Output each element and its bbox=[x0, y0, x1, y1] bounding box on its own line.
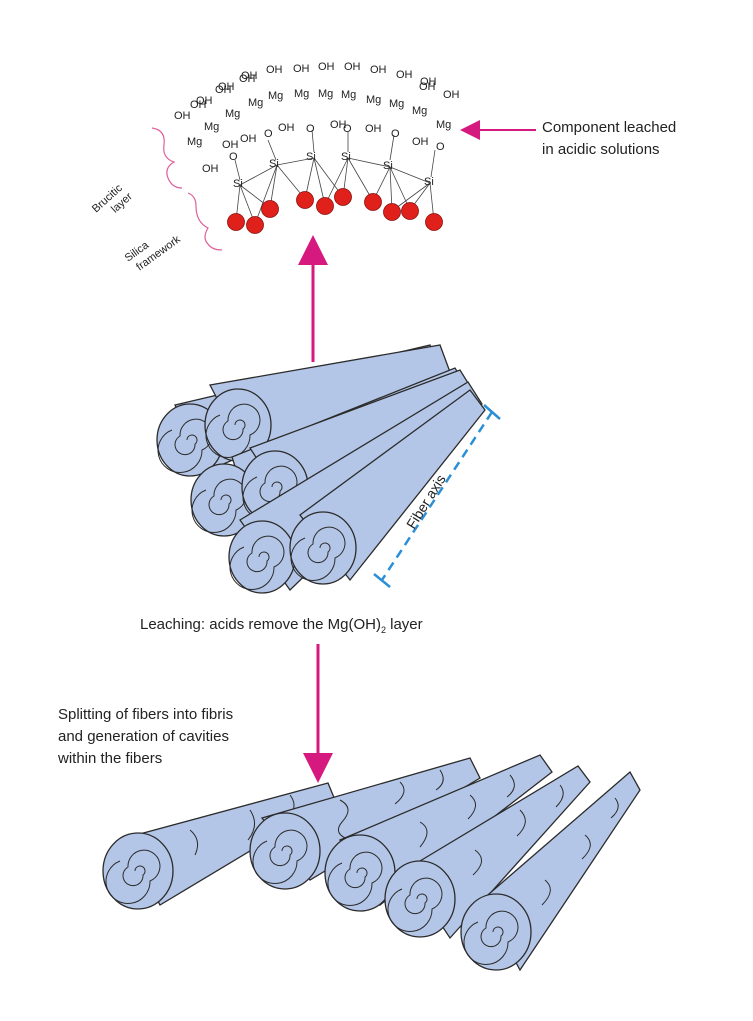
oh-label: OH bbox=[215, 84, 232, 96]
split-fiber bbox=[384, 765, 591, 940]
mg-label: Mg bbox=[187, 136, 202, 148]
si-label: Si bbox=[306, 151, 316, 163]
oh-label: OH bbox=[396, 69, 413, 81]
o-label: O bbox=[229, 151, 238, 163]
si-label: Si bbox=[424, 176, 434, 188]
oh-label: OH bbox=[420, 76, 437, 88]
split-fiber bbox=[324, 754, 553, 912]
oh-label: OH bbox=[365, 123, 382, 135]
leaching-caption: Leaching: acids remove the Mg(OH)2 layer bbox=[140, 616, 423, 635]
oh-label: OH bbox=[241, 70, 258, 82]
oh-label: OH bbox=[278, 122, 295, 134]
oxygen-ball bbox=[316, 197, 334, 215]
oxygen-ball bbox=[227, 213, 245, 231]
o-label: O bbox=[343, 123, 352, 135]
split-fiber bbox=[460, 770, 641, 972]
component-leached-caption: Component leached in acidic solutions bbox=[542, 119, 677, 158]
oh-label: OH bbox=[293, 63, 310, 75]
split-fibers bbox=[102, 754, 641, 972]
mg-label: Mg bbox=[225, 108, 240, 120]
mg-label: Mg bbox=[204, 121, 219, 133]
oh-label: OH bbox=[443, 89, 460, 101]
mg-label: Mg bbox=[294, 88, 309, 100]
oh-label: OH bbox=[318, 61, 335, 73]
oh-label: OH bbox=[174, 110, 191, 122]
fiber-cylinder bbox=[289, 389, 486, 585]
oh-label: OH bbox=[240, 133, 257, 145]
mg-oh-lattice: OH OH OH OH OH OH OH OH OH OH OH OH OH O… bbox=[174, 61, 460, 190]
silica-framework-label: Silica framework bbox=[123, 233, 183, 273]
mg-label: Mg bbox=[412, 105, 427, 117]
oh-label: OH bbox=[190, 99, 207, 111]
si-label: Si bbox=[269, 158, 279, 170]
chrysotile-molecular-structure: OH OH OH OH OH OH OH OH OH OH OH OH OH O… bbox=[90, 61, 460, 273]
o-label: O bbox=[306, 123, 315, 135]
si-label: Si bbox=[341, 151, 351, 163]
oh-label: OH bbox=[344, 61, 361, 73]
oh-label: OH bbox=[202, 163, 219, 175]
oh-label: OH bbox=[412, 136, 429, 148]
fiber-cylinder bbox=[204, 344, 451, 463]
brucitic-brace bbox=[151, 127, 183, 189]
oxygen-ball bbox=[334, 188, 352, 206]
mg-label: Mg bbox=[366, 94, 381, 106]
si-label: Si bbox=[383, 160, 393, 172]
silica-brace bbox=[187, 192, 223, 251]
oh-label: OH bbox=[196, 95, 213, 107]
mg-label: Mg bbox=[268, 90, 283, 102]
oxygen-ball bbox=[383, 203, 401, 221]
oxygen-ball bbox=[246, 216, 264, 234]
brucitic-layer-label: Brucitic layer bbox=[90, 182, 135, 216]
oh-label: OH bbox=[218, 81, 235, 93]
oxygen-ball bbox=[261, 200, 279, 218]
oh-label: OH bbox=[419, 81, 436, 93]
oxygen-ball bbox=[364, 193, 382, 211]
si-label: Si bbox=[233, 178, 243, 190]
oh-label: OH bbox=[330, 119, 347, 131]
mg-label: Mg bbox=[341, 89, 356, 101]
oh-label: OH bbox=[222, 139, 239, 151]
fiber-bundle bbox=[156, 344, 486, 594]
oh-label: OH bbox=[239, 73, 256, 85]
oh-label: OH bbox=[370, 64, 387, 76]
split-fiber bbox=[249, 757, 481, 890]
mg-label: Mg bbox=[389, 98, 404, 110]
mg-label: Mg bbox=[436, 119, 451, 131]
oxygen-ball bbox=[296, 191, 314, 209]
oxygen-ball bbox=[425, 213, 443, 231]
o-label: O bbox=[264, 128, 273, 140]
o-label: O bbox=[391, 128, 400, 140]
splitting-caption: Splitting of fibers into fibris and gene… bbox=[58, 706, 234, 767]
o-label: O bbox=[436, 141, 445, 153]
mg-label: Mg bbox=[248, 97, 263, 109]
mg-label: Mg bbox=[318, 88, 333, 100]
oh-label: OH bbox=[266, 64, 283, 76]
silica-oxygen-balls bbox=[227, 188, 443, 234]
oxygen-ball bbox=[401, 202, 419, 220]
